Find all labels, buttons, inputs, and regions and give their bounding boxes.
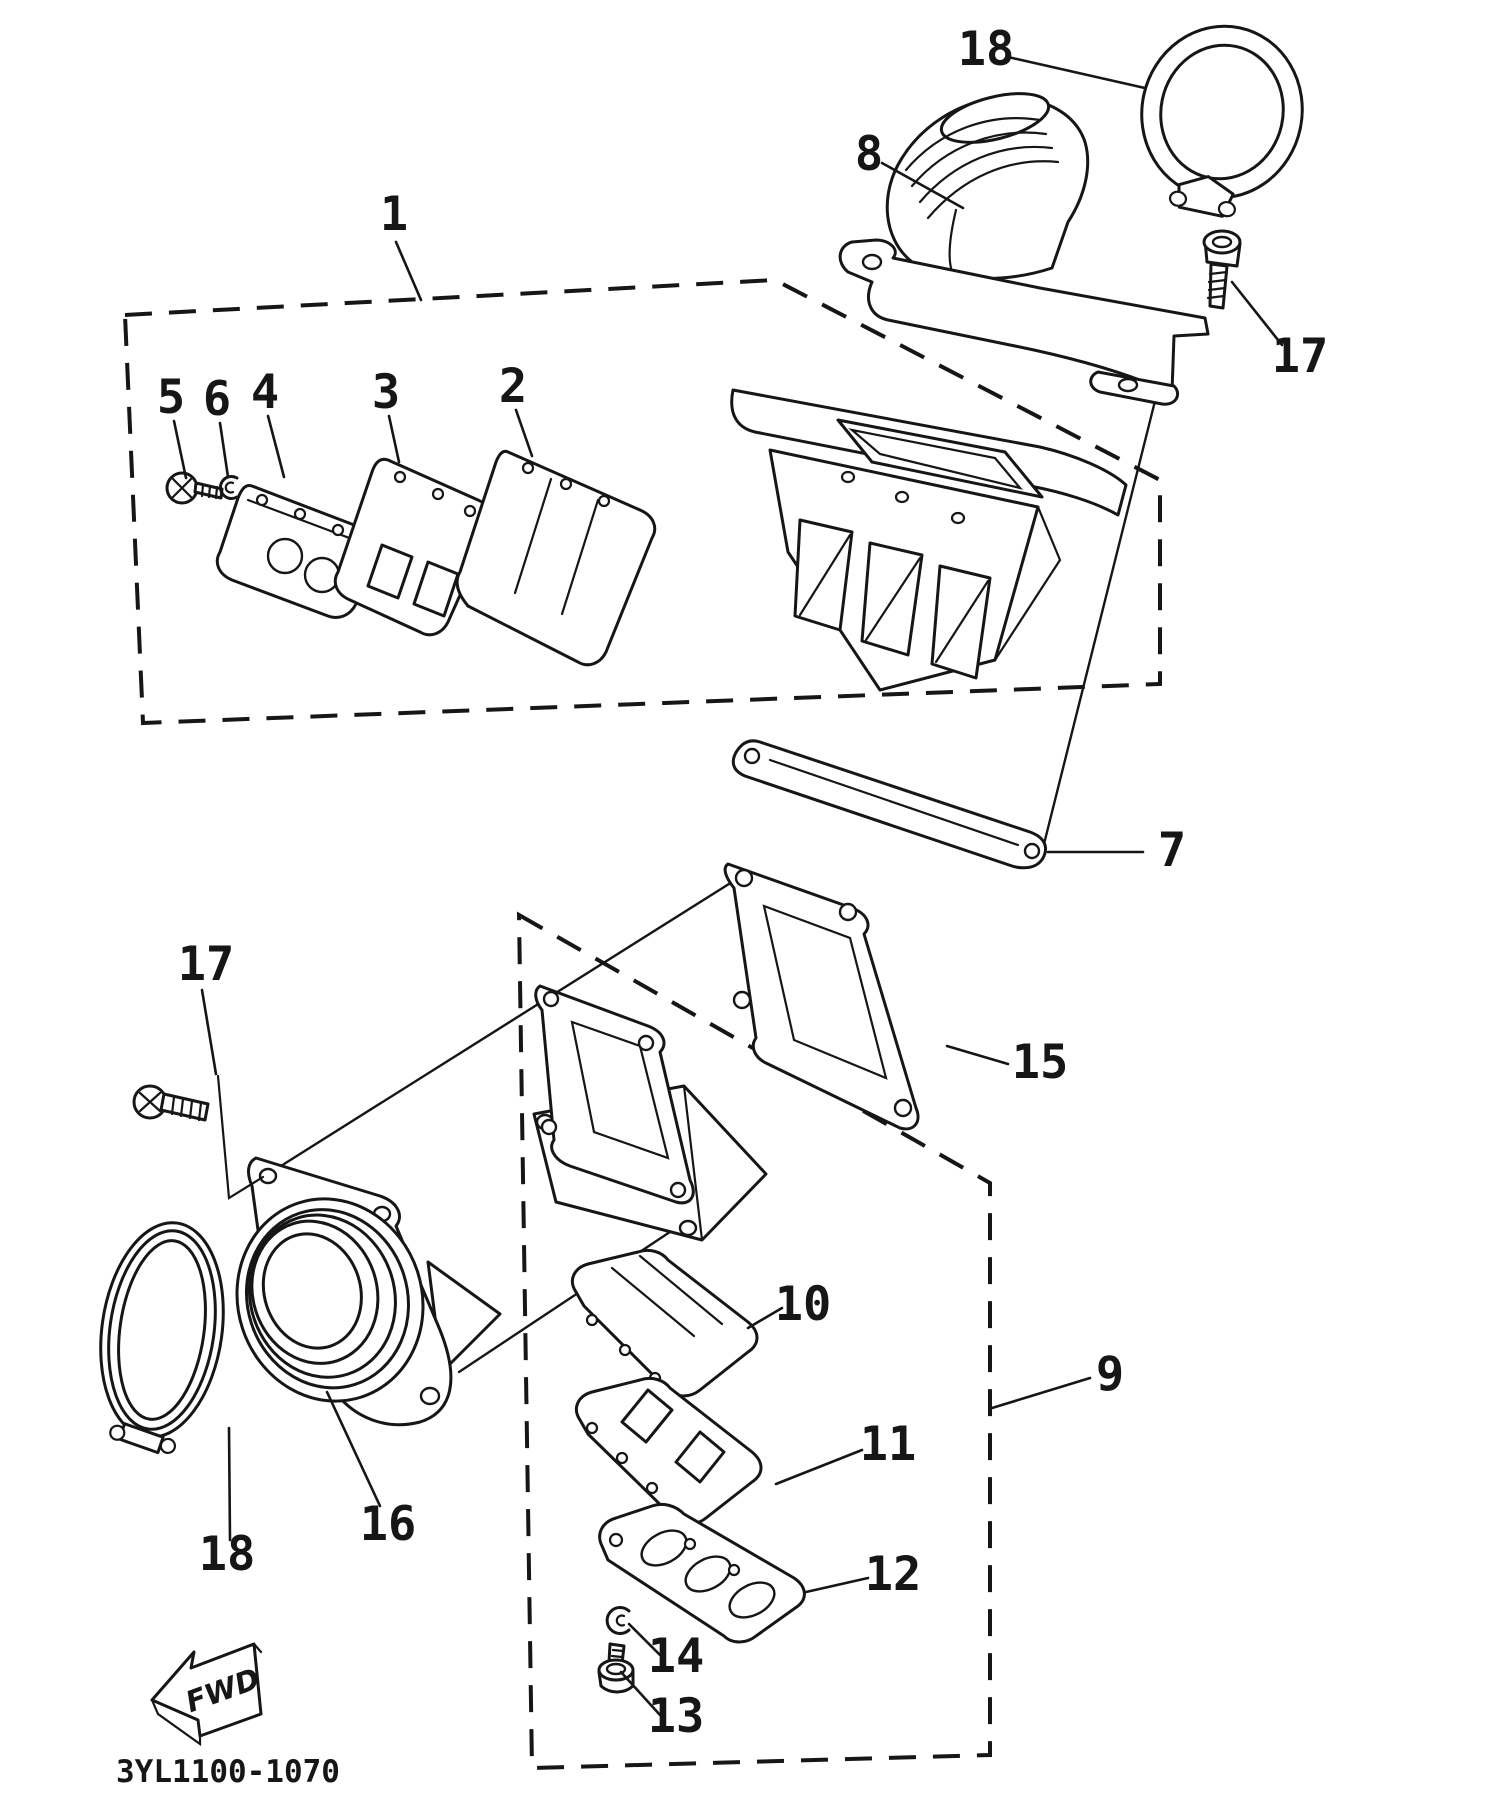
callout-17-left: 17 [178, 937, 235, 992]
callout-11: 11 [860, 1417, 917, 1472]
screw-5 [165, 471, 224, 505]
intake-manifold-16 [235, 1156, 502, 1427]
callout-18-left: 18 [199, 1527, 256, 1582]
callouts: 1 2 3 4 5 6 7 8 9 10 11 12 13 14 15 16 1… [157, 22, 1328, 1744]
gasket-7 [731, 739, 1047, 870]
reed-valve-cage-upper [730, 388, 1128, 692]
callout-3: 3 [372, 365, 400, 420]
callout-18-top: 18 [958, 22, 1015, 77]
group-box-1 [122, 277, 1162, 726]
callout-12: 12 [865, 1547, 922, 1602]
figure-code: 3YL1100-1070 [116, 1754, 340, 1790]
rubber-joint-boot [235, 1197, 425, 1403]
bolt-left [132, 1074, 265, 1200]
callout-10: 10 [775, 1277, 832, 1332]
reed-stopper-3 [333, 457, 495, 637]
callout-13: 13 [648, 1689, 705, 1744]
callout-5: 5 [157, 370, 185, 425]
callout-8: 8 [855, 127, 883, 182]
callout-16: 16 [360, 1497, 417, 1552]
valve-plate-12 [598, 1502, 806, 1644]
clamp-ring-top [1140, 24, 1304, 218]
callout-9: 9 [1096, 1347, 1124, 1402]
callout-1: 1 [380, 187, 408, 242]
callout-14: 14 [648, 1629, 705, 1684]
gasket-15 [723, 862, 920, 1131]
bolt-top-right [1202, 229, 1242, 310]
callout-15: 15 [1012, 1035, 1069, 1090]
leader-lines [172, 55, 1284, 1717]
gasket-left [534, 984, 695, 1205]
screw-13 [597, 1642, 635, 1694]
callout-2: 2 [499, 359, 527, 414]
reed-petals-2 [455, 449, 657, 667]
callout-6: 6 [203, 372, 231, 427]
clamp-ring-left [99, 1221, 225, 1455]
callout-17-top: 17 [1272, 329, 1329, 384]
joint-mounting-flange [838, 238, 1210, 406]
reed-stopper-11 [575, 1376, 763, 1526]
clip-6 [219, 475, 239, 500]
callout-7: 7 [1158, 823, 1186, 878]
clip-14 [605, 1606, 631, 1635]
reed-petals-10 [571, 1248, 759, 1398]
fwd-arrow: FWD [150, 1642, 264, 1747]
callout-4: 4 [251, 365, 279, 420]
